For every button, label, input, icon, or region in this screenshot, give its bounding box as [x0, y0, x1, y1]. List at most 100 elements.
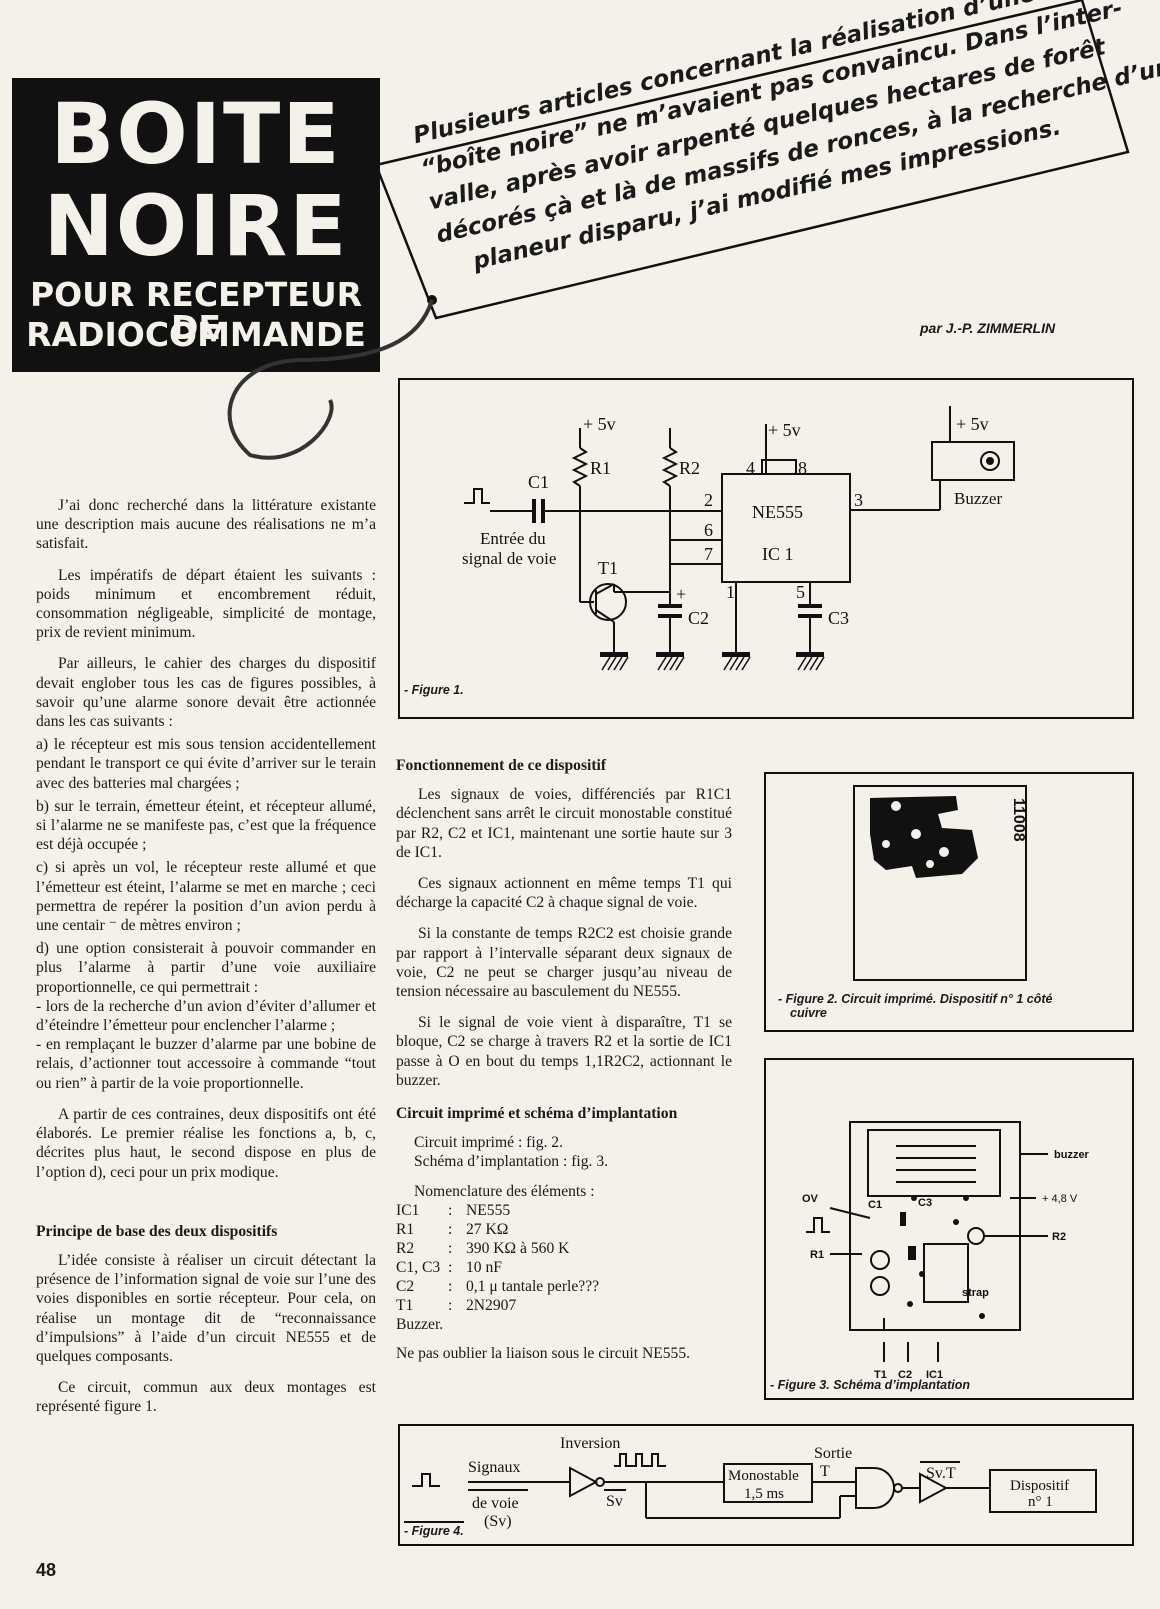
list-item-d2: - en remplaçant le buzzer d’alarme par u…	[36, 1036, 376, 1092]
fig4-label: 1,5 ms	[744, 1486, 784, 1502]
intro-text: Plusieurs articles concernant la réalisa…	[410, 0, 1160, 286]
sep: :	[448, 1296, 453, 1314]
figure-3: buzzer OV + 4,8 V R1 R2 C1 C3 strap T1 C…	[764, 1058, 1134, 1400]
fig1-label: 3	[854, 490, 863, 510]
fig4-label: de voie	[472, 1495, 519, 1512]
list-item-d1: - lors de la recherche d’un avion d’évit…	[36, 997, 376, 1035]
fig1-label: signal de voie	[462, 549, 556, 568]
middle-column: Fonctionnement de ce dispositif Les sign…	[396, 756, 732, 1363]
paragraph: Si le signal de voie vient à disparaître…	[396, 1014, 732, 1089]
ref: Buzzer.	[396, 1315, 444, 1333]
list-item-d: d) une option consisterait à pouvoir com…	[36, 940, 376, 996]
fig1-label: T1	[598, 558, 618, 578]
figure-4-caption: - Figure 4.	[404, 1524, 464, 1538]
fig1-label: + 5v	[956, 414, 989, 434]
section-heading: Circuit imprimé et schéma d’implantation	[396, 1105, 678, 1123]
fig3-label: R1	[810, 1249, 824, 1261]
table-row: C2:0,1 μ tantale perle???	[396, 1277, 599, 1296]
section-heading: Fonctionnement de ce dispositif	[396, 757, 607, 774]
fig1-label: C2	[688, 608, 709, 628]
ref: T1	[396, 1296, 414, 1314]
value: 390 KΩ à 560 K	[466, 1239, 570, 1257]
fig1-label: 8	[798, 458, 807, 478]
title-line-2: NOIRE	[43, 177, 349, 275]
table-row: C1, C3:10 nF	[396, 1258, 599, 1277]
ref: R2	[396, 1239, 415, 1257]
paragraph: Ces signaux actionnent en même temps T1 …	[396, 875, 732, 912]
fig3-label: IC1	[926, 1369, 943, 1381]
fig1-label: 1	[726, 582, 735, 602]
sep: :	[448, 1277, 453, 1295]
paragraph: L’idée consiste à réaliser un circuit dé…	[36, 1251, 376, 1365]
fig1-label: Entrée du	[480, 529, 546, 548]
paragraph: Par ailleurs, le cahier des charges du d…	[36, 655, 376, 731]
author-byline: par J.-P. ZIMMERLIN	[920, 320, 1056, 336]
fig1-label: 2	[704, 490, 713, 510]
paragraph: A partir de ces contraines, deux disposi…	[36, 1105, 376, 1181]
paragraph: Les signaux de voies, différenciés par R…	[396, 786, 732, 861]
fig1-label: Buzzer	[954, 489, 1002, 508]
table-row: Buzzer.	[396, 1315, 599, 1334]
fig1-label: 7	[704, 544, 713, 564]
fig1-label: + 5v	[583, 414, 616, 434]
list-item-c: c) si après un vol, le récepteur reste a…	[36, 859, 376, 935]
paragraph: Si la constante de temps R2C2 est choisi…	[396, 925, 732, 1001]
fig4-label: Inversion	[560, 1435, 620, 1452]
value: NE555	[466, 1201, 511, 1219]
figure-1-schematic: + 5v + 5v + 5v R1 R2 C1 C2 C3 T1 NE555 I…	[462, 406, 1015, 671]
fig3-label: R2	[1052, 1231, 1066, 1243]
sep: :	[448, 1258, 453, 1276]
table-row: R1:27 KΩ	[396, 1220, 599, 1239]
fig3-label: T1	[874, 1369, 887, 1381]
nomenclature-table: IC1:NE555 R1:27 KΩ R2:390 KΩ à 560 K C1,…	[396, 1201, 599, 1334]
fig3-label: C3	[918, 1197, 932, 1209]
sep: :	[448, 1220, 453, 1238]
fig4-label: Monostable	[728, 1468, 799, 1484]
figure-3-caption: - Figure 3. Schéma d’implantation	[770, 1378, 971, 1392]
value: 27 KΩ	[466, 1220, 509, 1238]
fig3-label: strap	[962, 1287, 989, 1299]
fig3-label: buzzer	[1054, 1149, 1090, 1161]
figure-2: 11008 - Figure 2. Circuit imprimé. Dispo…	[764, 772, 1134, 1032]
paragraph: J’ai donc recherché dans la littérature …	[36, 497, 376, 553]
figure-ref: Circuit imprimé : fig. 2.	[414, 1134, 563, 1152]
title-line-1: BOITE	[50, 85, 342, 183]
fig1-label: R2	[679, 458, 700, 478]
table-row: T1:2N2907	[396, 1296, 599, 1315]
fig3-label: C1	[868, 1199, 882, 1211]
ref: C1, C3	[396, 1258, 441, 1276]
title-line-3: POUR RECEPTEUR DE	[29, 275, 363, 347]
left-column: J’ai donc recherché dans la littérature …	[36, 496, 376, 1429]
value: 2N2907	[466, 1296, 517, 1314]
fig4-label: Dispositif	[1010, 1478, 1069, 1494]
fig1-label: NE555	[752, 502, 803, 522]
paragraph: Ce circuit, commun aux deux montages est…	[36, 1379, 376, 1416]
fig1-label: R1	[590, 458, 611, 478]
fig1-label: C1	[528, 472, 549, 492]
fig4-label: Sortie	[814, 1445, 852, 1462]
figure-2-caption-2: cuivre	[790, 1006, 827, 1020]
title-line-4: RADIOCOMMANDE	[26, 315, 366, 354]
sep: :	[448, 1239, 453, 1257]
title-block: BOITE NOIRE POUR RECEPTEUR DE RADIOCOMMA…	[12, 78, 380, 372]
board-code: 11008	[1010, 798, 1027, 842]
fig1-label: +	[676, 584, 686, 604]
paragraph: Les impératifs de départ étaient les sui…	[36, 566, 376, 642]
fig1-label: 5	[796, 582, 805, 602]
ref: R1	[396, 1220, 415, 1238]
fig3-label: OV	[802, 1193, 819, 1205]
figure-1-caption: - Figure 1.	[404, 683, 464, 697]
fig4-label: Signaux	[468, 1459, 520, 1476]
fig4-label: Sv	[606, 1493, 623, 1510]
fig3-label: C2	[898, 1369, 912, 1381]
fig1-label: 6	[704, 520, 713, 540]
figure-2-pcb: 11008	[853, 785, 1027, 981]
note: Ne pas oublier la liaison sous le circui…	[396, 1344, 691, 1362]
fig4-label: T	[820, 1463, 830, 1480]
figure-4-diagram: Signaux de voie (Sv) Inversion Sv Monost…	[404, 1435, 1097, 1530]
fig1-label: IC 1	[762, 544, 794, 564]
sep: :	[448, 1201, 453, 1219]
figure-4: Signaux de voie (Sv) Inversion Sv Monost…	[398, 1424, 1134, 1546]
page-number: 48	[36, 1560, 57, 1580]
value: 10 nF	[466, 1258, 502, 1276]
